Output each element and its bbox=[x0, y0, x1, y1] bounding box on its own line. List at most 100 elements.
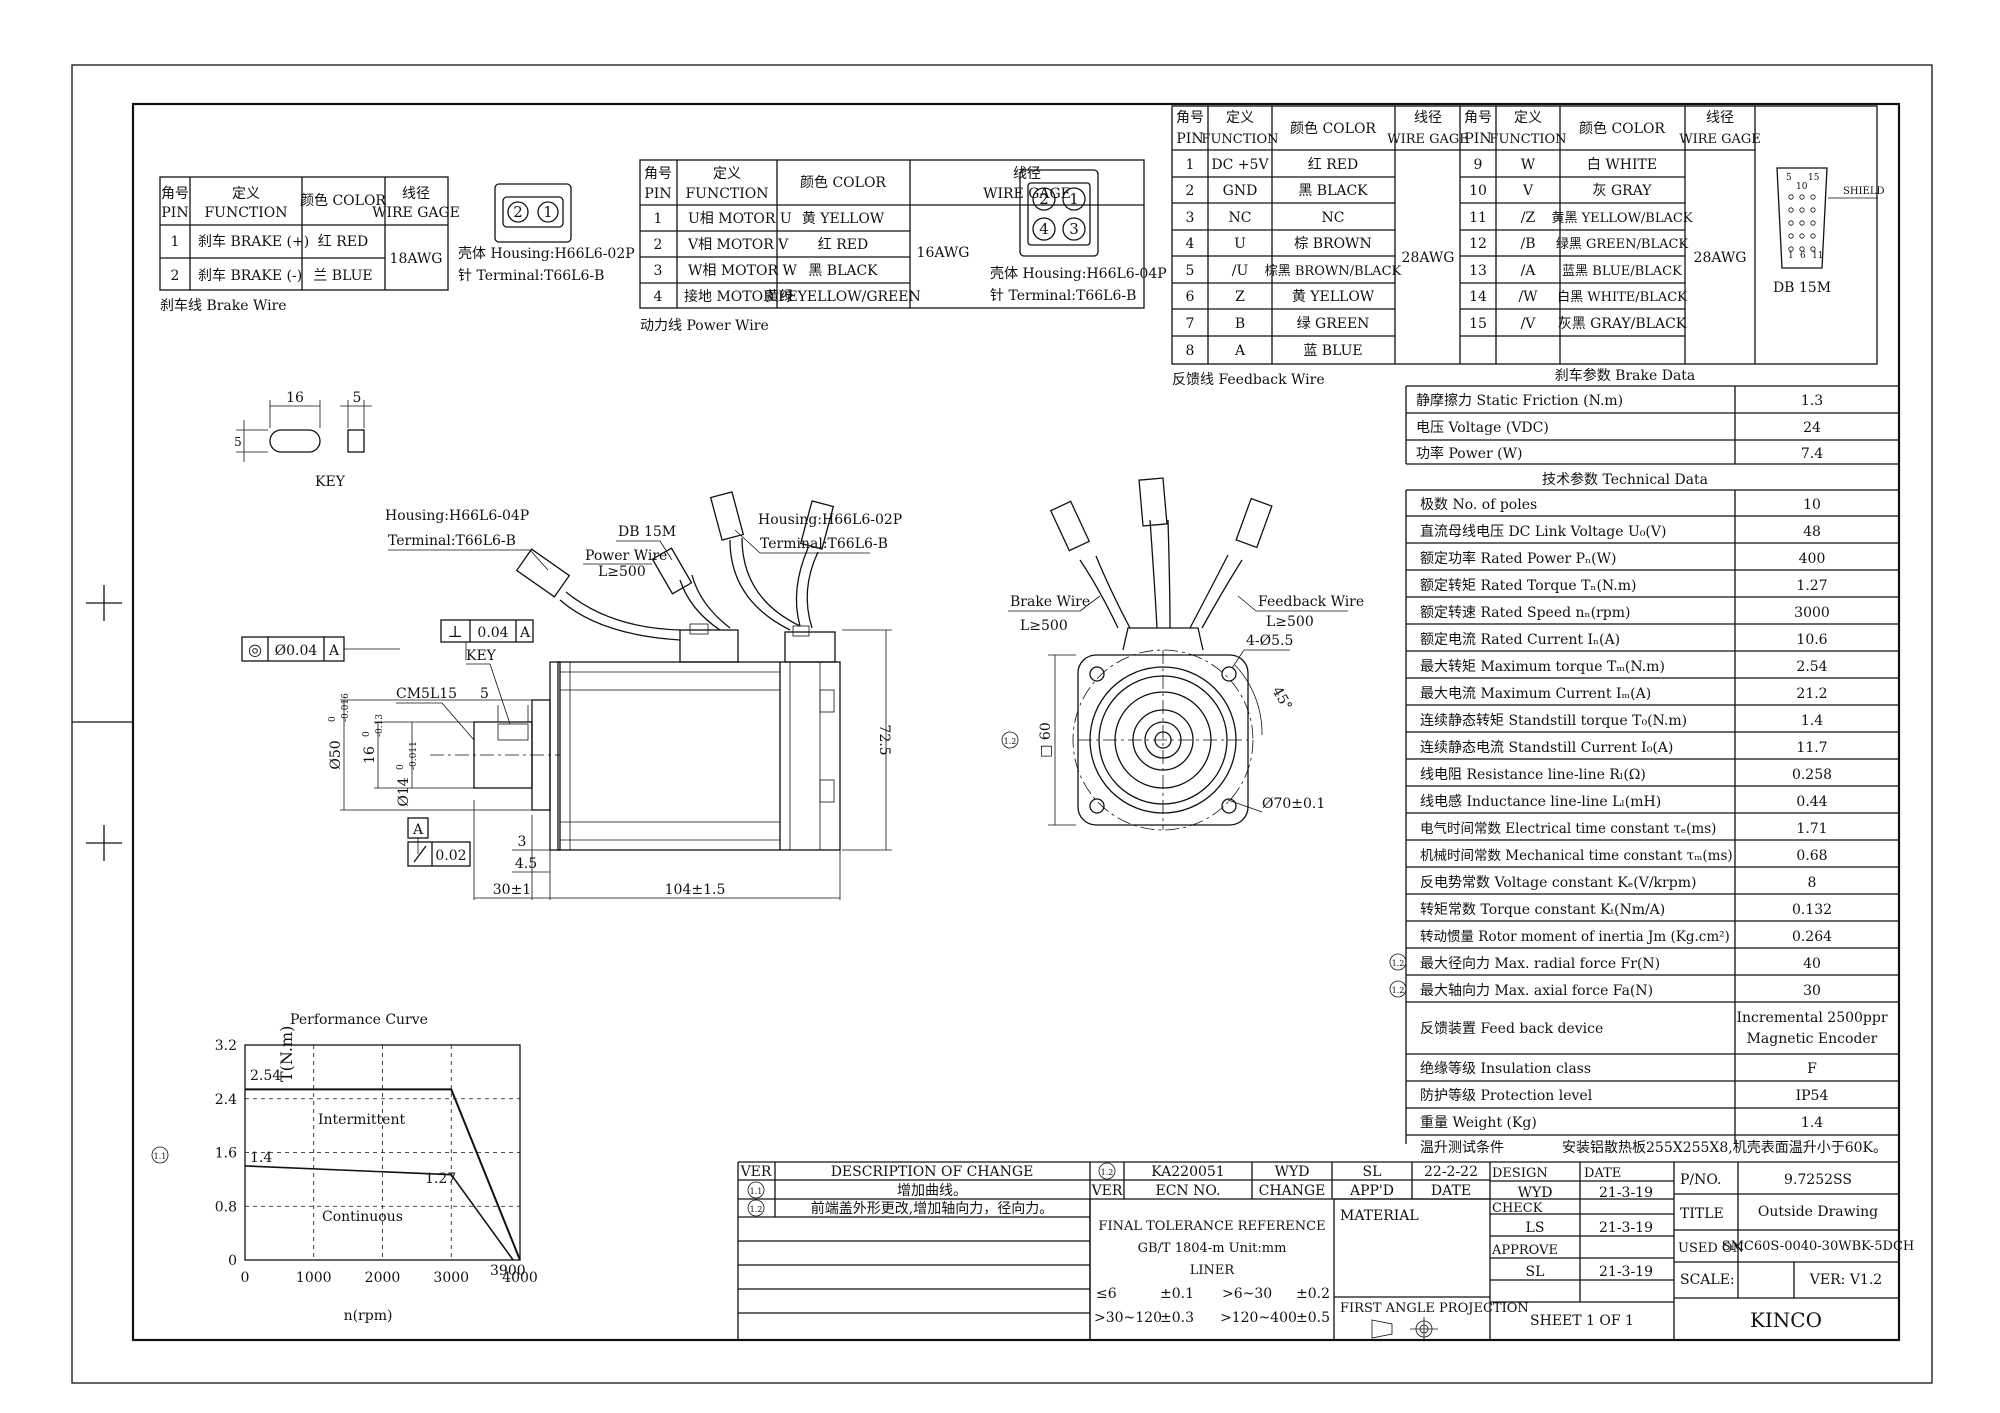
gage: 28AWG bbox=[1402, 250, 1455, 266]
brake-param-value: 1.3 bbox=[1801, 393, 1823, 409]
tech-param-label: 最大电流 Maximum Current Iₘ(A) bbox=[1420, 686, 1651, 702]
check-name: LS bbox=[1526, 1220, 1545, 1236]
tech-param-label: 额定电流 Rated Current Iₙ(A) bbox=[1420, 632, 1620, 648]
first-angle-projection-icon bbox=[1371, 1317, 1438, 1341]
pin: 2 bbox=[1186, 183, 1195, 199]
approve-label: APPROVE bbox=[1491, 1243, 1558, 1258]
temp-label: 温升测试条件 bbox=[1420, 1139, 1504, 1156]
pin-label: 10 bbox=[1796, 182, 1808, 192]
key-label: KEY bbox=[315, 474, 346, 490]
y-tick-label: 0 bbox=[228, 1253, 237, 1269]
gage: 28AWG bbox=[1694, 250, 1747, 266]
function: GND bbox=[1223, 183, 1258, 199]
version-label: VER: V1.2 bbox=[1809, 1272, 1882, 1288]
hdr-gage-cn: 线径 bbox=[1414, 110, 1442, 126]
rev-desc: 前端盖外形更改,增加轴向力，径向力。 bbox=[811, 1200, 1053, 1217]
color: 灰 GRAY bbox=[1593, 183, 1653, 199]
hdr-def: 定义 bbox=[1514, 110, 1542, 126]
tolerance-title: FINAL TOLERANCE REFERENCE bbox=[1098, 1219, 1325, 1234]
rev-ecn: KA220051 bbox=[1151, 1164, 1224, 1180]
rev-appd: SL bbox=[1363, 1164, 1382, 1180]
function: W bbox=[1521, 157, 1536, 173]
chart-title: Performance Curve bbox=[290, 1012, 428, 1028]
color: 红 RED bbox=[818, 237, 868, 253]
tech-param-value: 1.4 bbox=[1801, 713, 1823, 729]
rev-sub-date: DATE bbox=[1431, 1183, 1471, 1199]
color: NC bbox=[1322, 210, 1345, 226]
revision-block: VER DESCRIPTION OF CHANGE 1.2 KA220051 W… bbox=[737, 1161, 1490, 1340]
pin: 2 bbox=[171, 268, 180, 284]
pin: 9 bbox=[1474, 157, 1483, 173]
function: /W bbox=[1518, 289, 1538, 305]
brake-data-title: 刹车参数 Brake Data bbox=[1555, 367, 1696, 384]
tech-param-label: 线电感 Inductance line-line Lₗ(mH) bbox=[1420, 793, 1661, 810]
power-housing: 壳体 Housing:H66L6-04P bbox=[990, 265, 1167, 282]
db15-label: DB 15M bbox=[1773, 280, 1831, 296]
color: 蓝 BLUE bbox=[1303, 343, 1362, 359]
rev-mark-icon: 1.2 bbox=[747, 1199, 765, 1217]
registration-mark-upper bbox=[86, 585, 122, 621]
pin: 7 bbox=[1186, 316, 1195, 332]
function: /Z bbox=[1521, 210, 1536, 226]
drawing-title: Outside Drawing bbox=[1758, 1204, 1878, 1220]
tech-param-label: 转矩常数 Torque constant Kₜ(Nm/A) bbox=[1420, 902, 1665, 918]
tech-param-label: 线电阻 Resistance line-line Rₗ(Ω) bbox=[1420, 767, 1646, 783]
design-name: WYD bbox=[1518, 1185, 1553, 1201]
rev-mark-icon: 1.2 bbox=[1389, 953, 1407, 971]
tech-param-value: 0.132 bbox=[1792, 902, 1832, 918]
tol-value: ±0.1 bbox=[1160, 1286, 1194, 1302]
power-length-label: L≥500 bbox=[598, 564, 646, 580]
y-tick-label: 1.6 bbox=[215, 1146, 237, 1162]
concentricity-ref: A bbox=[328, 643, 340, 659]
tech-param-label: 直流母线电压 DC Link Voltage U₀(V) bbox=[1420, 523, 1666, 540]
pin-label: 1 bbox=[1069, 190, 1079, 208]
tech-param-value: 0.264 bbox=[1792, 929, 1832, 945]
hdr-pin-cn: 角号 bbox=[1464, 110, 1492, 126]
sheet-label: SHEET 1 OF 1 bbox=[1530, 1313, 1634, 1329]
x-tick-label: 3000 bbox=[433, 1270, 469, 1286]
title-block: FINAL TOLERANCE REFERENCE GB/T 1804-m Un… bbox=[1089, 1161, 1914, 1341]
standstill-torque-label: 1.4 bbox=[250, 1150, 272, 1166]
brake-param-label: 功率 Power (W) bbox=[1416, 445, 1522, 462]
y-tick-label: 0.8 bbox=[215, 1199, 237, 1215]
tech-param-value: Incremental 2500ppr bbox=[1736, 1010, 1887, 1026]
concentricity-value: Ø0.04 bbox=[275, 643, 318, 659]
intermittent-label: Intermittent bbox=[318, 1112, 405, 1128]
power-terminal: 针 Terminal:T66L6-B bbox=[990, 288, 1136, 304]
rev-mark-icon: 1.2 bbox=[1001, 731, 1019, 749]
brake-terminal: 针 Terminal:T66L6-B bbox=[458, 268, 604, 284]
hdr-pin-cn: 角号 bbox=[1176, 110, 1204, 126]
dim-dia50-tol-upper: 0 bbox=[328, 716, 338, 722]
dim-16-tol-lower: -0.13 bbox=[375, 714, 385, 737]
brake-param-label: 电压 Voltage (VDC) bbox=[1416, 420, 1549, 436]
db15-label: DB 15M bbox=[618, 524, 676, 540]
color: 兰 BLUE bbox=[313, 268, 372, 284]
pin-label: 6 bbox=[1800, 251, 1806, 261]
tech-param-value: 400 bbox=[1799, 551, 1826, 567]
rev-mark-text: 1.2 bbox=[1004, 737, 1017, 746]
max-speed-label: 3900 bbox=[490, 1263, 526, 1279]
dim-16: 16 bbox=[362, 746, 378, 764]
approve-date: 21-3-19 bbox=[1599, 1264, 1653, 1280]
function: /V bbox=[1521, 316, 1537, 332]
function: /B bbox=[1520, 236, 1535, 252]
function: A bbox=[1234, 343, 1246, 359]
pin: 3 bbox=[1186, 210, 1195, 226]
function: W相 MOTOR W bbox=[688, 263, 797, 279]
dim-3: 3 bbox=[518, 834, 527, 850]
color: 白 WHITE bbox=[1587, 157, 1657, 173]
rev-mark-text: 1.2 bbox=[1392, 986, 1405, 995]
rev-mark-text: 1.2 bbox=[1101, 1168, 1114, 1177]
tech-param-value: 0.258 bbox=[1792, 767, 1832, 783]
hdr-pin: PIN bbox=[1464, 131, 1491, 147]
approve-name: SL bbox=[1526, 1264, 1545, 1280]
tech-param-value2: Magnetic Encoder bbox=[1747, 1031, 1878, 1047]
hdr-gage: WIRE GAGE bbox=[372, 205, 460, 221]
series-line-intermittent bbox=[245, 1088, 521, 1261]
tech-param-label: 机械时间常数 Mechanical time constant τₘ(ms) bbox=[1420, 848, 1733, 864]
pin: 2 bbox=[654, 237, 663, 253]
tech-param-label: 额定转速 Rated Speed nₙ(rpm) bbox=[1420, 605, 1630, 621]
key-dim-width: 5 bbox=[353, 390, 362, 406]
rev-sub-ver: VER bbox=[1091, 1183, 1123, 1199]
